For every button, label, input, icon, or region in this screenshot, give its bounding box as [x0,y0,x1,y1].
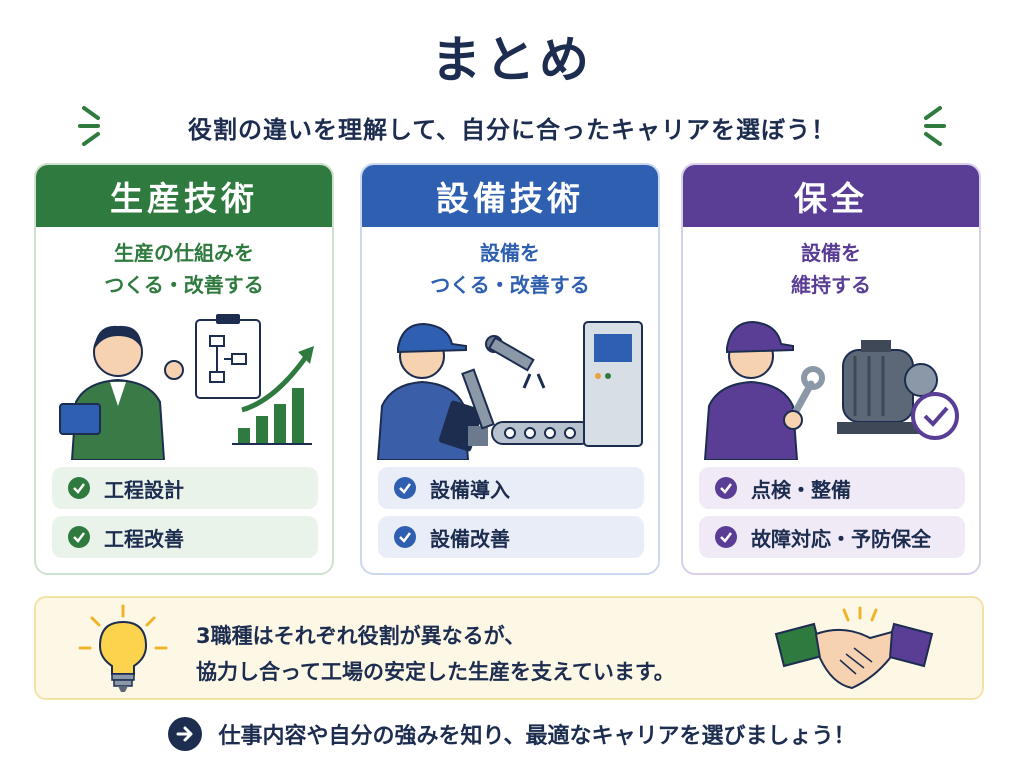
list-item: 点検・整備 [699,467,965,509]
sparkle-lines-icon [76,104,124,148]
card-description: 生産の仕組みを つくる・改善する [36,237,332,301]
card-description-line: 生産の仕組みを [114,241,254,265]
card-description-line: つくる・改善する [104,273,264,297]
card-title: 設備技術 [362,165,658,227]
card-description-line: 設備を [801,241,861,265]
engineer-with-robot-arm-illustration [372,310,648,460]
technician-with-motor-illustration [693,310,969,460]
handshake-icon [774,604,934,700]
banner-line: 3職種はそれぞれ役割が異なるが、 [196,624,526,648]
card-equipment-engineering: 設備技術 設備を つくる・改善する [360,163,660,575]
sparkle-lines-icon [900,104,948,148]
list-item-label: 設備導入 [430,477,510,502]
check-circle-icon [68,477,90,499]
banner-text: 3職種はそれぞれ役割が異なるが、 協力し合って工場の安定した生産を支えています。 [196,618,675,690]
check-circle-icon [715,526,737,548]
card-description: 設備を つくる・改善する [362,237,658,301]
banner-line: 協力し合って工場の安定した生産を支えています。 [196,660,675,684]
check-circle-icon [68,526,90,548]
footer: 仕事内容や自分の強みを知り、最適なキャリアを選びましょう！ [0,716,1024,752]
card-description-line: 設備を [480,241,540,265]
footer-text: 仕事内容や自分の強みを知り、最適なキャリアを選びましょう！ [218,724,856,749]
engineer-with-chart-illustration [46,310,322,460]
check-circle-icon [394,477,416,499]
list-item: 工程設計 [52,467,318,509]
list-item: 設備改善 [378,516,644,558]
subtitle-row: 役割の違いを理解して、自分に合ったキャリアを選ぼう！ [0,104,1024,148]
list-item-label: 工程改善 [104,526,184,551]
page-title: まとめ [431,31,593,89]
list-item-label: 工程設計 [104,477,184,502]
check-circle-icon [394,526,416,548]
list-item-label: 点検・整備 [751,477,851,502]
card-description: 設備を 維持する [683,237,979,301]
card-description-line: つくる・改善する [430,273,590,297]
card-description-line: 維持する [791,273,871,297]
card-title: 保全 [683,165,979,227]
card-maintenance: 保全 設備を 維持する 点 [681,163,981,575]
lightbulb-icon [78,604,168,700]
check-circle-icon [715,477,737,499]
list-item-label: 設備改善 [430,526,510,551]
subtitle: 役割の違いを理解して、自分に合ったキャリアを選ぼう！ [187,116,837,144]
card-production-engineering: 生産技術 生産の仕組みを つくる・改善する [34,163,334,575]
cooperation-banner: 3職種はそれぞれ役割が異なるが、 協力し合って工場の安定した生産を支えています。 [34,596,984,700]
arrow-right-icon [168,717,203,751]
list-item-label: 故障対応・予防保全 [751,526,931,551]
list-item: 設備導入 [378,467,644,509]
list-item: 工程改善 [52,516,318,558]
card-title: 生産技術 [36,165,332,227]
list-item: 故障対応・予防保全 [699,516,965,558]
